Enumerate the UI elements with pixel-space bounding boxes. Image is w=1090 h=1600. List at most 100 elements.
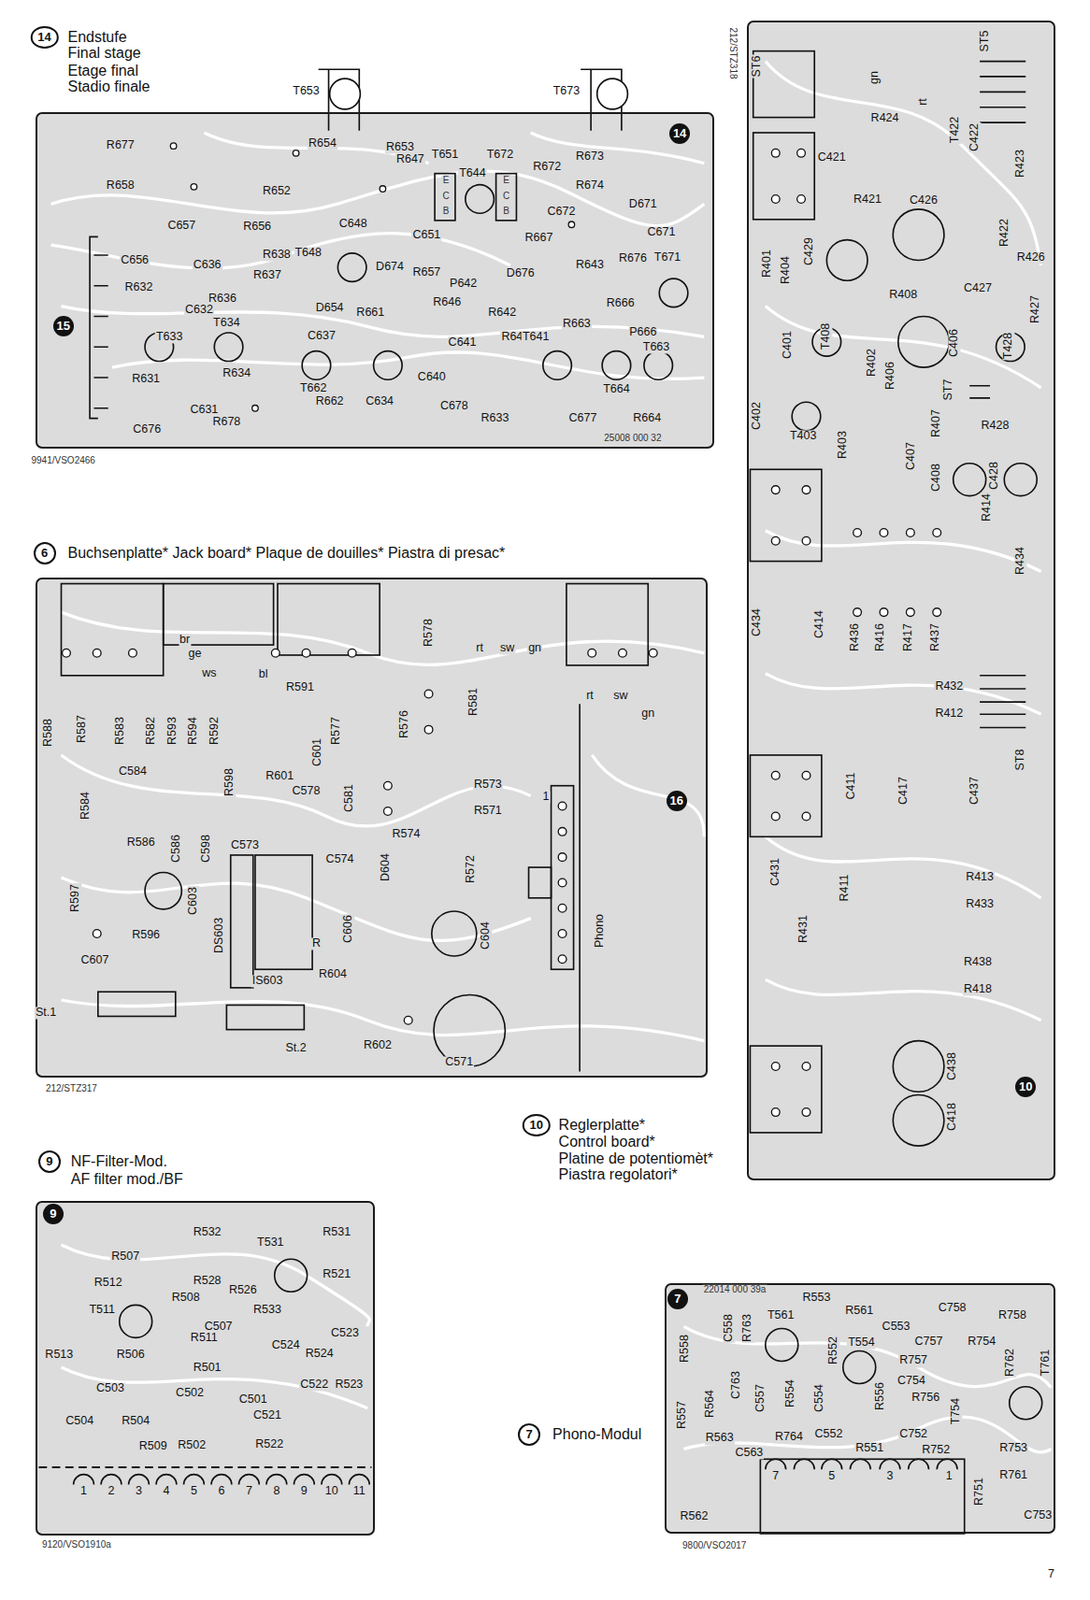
- part-label: C418: [946, 1103, 959, 1134]
- board-number: 14: [29, 26, 58, 49]
- board-title: Control board*: [557, 1133, 658, 1151]
- part-label: C657: [166, 220, 197, 233]
- part-label: C571: [444, 1056, 474, 1069]
- part-label: T403: [788, 430, 818, 444]
- part-label: C598: [200, 833, 213, 864]
- drawing-number: B: [442, 206, 451, 217]
- part-label: R412: [933, 708, 964, 721]
- part-label: C417: [898, 775, 911, 806]
- drawing-number: C: [441, 190, 450, 201]
- part-label: R532: [192, 1226, 223, 1239]
- part-label: 7: [244, 1486, 254, 1499]
- part-label: R591: [285, 681, 316, 694]
- part-label: R588: [43, 717, 56, 748]
- part-label: ge: [187, 647, 203, 660]
- part-label: R656: [242, 221, 273, 234]
- part-label: T672: [486, 148, 516, 161]
- drawing-number: E: [442, 175, 451, 187]
- part-label: R586: [126, 836, 157, 849]
- part-label: C552: [814, 1428, 845, 1441]
- part-label: R643: [574, 258, 605, 272]
- part-label: R598: [223, 767, 236, 798]
- part-label: T761: [1039, 1348, 1052, 1377]
- part-label: T531: [256, 1236, 286, 1249]
- part-label: T428: [1002, 331, 1015, 361]
- part-label: ws: [200, 667, 217, 680]
- part-label: R664: [631, 412, 662, 425]
- part-label: C656: [119, 255, 150, 268]
- part-label: DS603: [213, 917, 226, 955]
- part-label: C427: [962, 282, 993, 295]
- part-label: R658: [105, 179, 136, 192]
- part-label: 8: [272, 1486, 281, 1499]
- part-label: gn: [527, 643, 543, 656]
- part-label: C634: [364, 396, 395, 409]
- part-label: C524: [271, 1339, 302, 1352]
- part-label: C672: [546, 206, 577, 219]
- part-label: T561: [766, 1310, 796, 1323]
- board-title: Stadio finale: [65, 79, 152, 97]
- part-label: R417: [902, 622, 915, 653]
- board-title: Phono-Modul: [550, 1426, 644, 1444]
- part-label: C429: [803, 236, 816, 267]
- part-label: R596: [130, 930, 161, 943]
- part-label: Phono: [593, 913, 606, 949]
- part-label: ST5: [978, 28, 991, 53]
- part-label: R504: [120, 1415, 151, 1428]
- part-label: R666: [605, 298, 636, 311]
- part-label: 5: [189, 1486, 199, 1499]
- part-label: R573: [473, 778, 503, 791]
- part-label: R632: [124, 281, 155, 294]
- part-label: C604: [479, 920, 492, 951]
- part-label: C422: [968, 122, 981, 153]
- part-label: R642: [487, 307, 517, 320]
- part-label: C641: [447, 336, 478, 349]
- part-label: C631: [188, 403, 219, 416]
- part-label: T663: [642, 342, 672, 355]
- part-label: R673: [574, 151, 605, 164]
- part-label: C607: [80, 955, 111, 968]
- part-label: sw: [499, 643, 516, 656]
- part-label: R414: [980, 492, 993, 523]
- part-label: R754: [966, 1335, 997, 1349]
- part-label: R758: [997, 1310, 1028, 1323]
- part-label: C407: [904, 441, 918, 472]
- part-label: 9: [300, 1486, 309, 1499]
- part-label: T651: [430, 148, 460, 161]
- part-label: C426: [908, 195, 939, 208]
- part-label: R513: [43, 1348, 74, 1362]
- part-label: R421: [852, 193, 883, 206]
- part-label: R524: [304, 1348, 335, 1361]
- part-label: T754: [949, 1397, 962, 1427]
- board-number: 10: [522, 1114, 551, 1137]
- board-title: Platine de potentiomèt*: [557, 1150, 716, 1168]
- part-label: R508: [171, 1291, 201, 1305]
- part-label: R646: [431, 297, 462, 310]
- part-label: R602: [362, 1039, 393, 1052]
- part-label: C677: [567, 412, 598, 425]
- part-label: R554: [785, 1378, 798, 1409]
- part-label: T648: [293, 246, 323, 259]
- part-label: R752: [920, 1445, 951, 1458]
- part-label: R764: [774, 1432, 804, 1445]
- part-label: C401: [781, 329, 794, 360]
- part-label: C523: [329, 1327, 360, 1340]
- part-label: R594: [187, 716, 201, 746]
- part-label: R422: [999, 217, 1012, 248]
- drawing-number: 9941/VSO2466: [29, 456, 96, 467]
- part-label: R571: [473, 804, 503, 818]
- part-label: D674: [374, 260, 405, 273]
- part-label: T644: [458, 167, 488, 180]
- part-label: T511: [87, 1304, 116, 1317]
- part-label: R584: [79, 791, 92, 822]
- part-label: R427: [1030, 294, 1043, 325]
- part-label: T673: [552, 86, 582, 99]
- part-label: T662: [299, 382, 329, 395]
- part-label: R647: [395, 154, 426, 167]
- part-label: R408: [888, 288, 918, 302]
- part-label: R676: [617, 253, 648, 266]
- board-title: Reglerplatte*: [557, 1117, 648, 1134]
- part-label: 11: [352, 1486, 367, 1499]
- part-label: R638: [261, 248, 292, 261]
- part-label: ST7: [943, 378, 956, 402]
